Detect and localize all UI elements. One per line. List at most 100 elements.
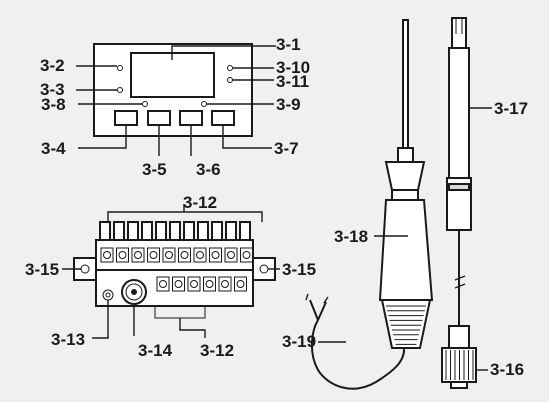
ph-probe-tip [451, 17, 467, 51]
bnc-plug-ridges [445, 350, 474, 380]
terminal-cell [187, 276, 201, 292]
bnc-plug-neck [448, 325, 470, 349]
probe-collar [397, 147, 414, 163]
terminal-fin [239, 221, 251, 241]
terminal-cell [178, 247, 191, 263]
label-3-3: 3-3 [40, 80, 65, 99]
terminal-screw [118, 251, 127, 259]
terminal-leaders [62, 204, 280, 339]
terminal-cell [209, 247, 222, 263]
terminal-screw [149, 251, 158, 259]
label-3-17: 3-17 [494, 99, 528, 118]
led-3-2 [117, 65, 123, 71]
terminal-fin [127, 221, 139, 241]
label-3-13: 3-13 [51, 330, 85, 349]
bnc-socket-pin [131, 289, 137, 295]
terminal-screw [196, 251, 204, 259]
led-3-8 [142, 101, 148, 107]
button-3-6 [179, 110, 203, 126]
terminal-screw [227, 251, 235, 259]
front-panel [93, 43, 253, 137]
button-3-7 [211, 110, 235, 126]
label-3-16: 3-16 [490, 360, 524, 379]
label-3-19: 3-19 [282, 332, 316, 351]
probe-cable [311, 319, 406, 390]
terminal-fin [141, 221, 153, 241]
fork-terminal-tips [305, 293, 329, 304]
terminal-fin [155, 221, 167, 241]
probe-strain-relief [380, 299, 432, 349]
label-3-18: 3-18 [334, 227, 368, 246]
label-3-5: 3-5 [142, 160, 167, 179]
terminal-cell [234, 276, 247, 292]
bnc-socket-inner-ring [125, 283, 143, 301]
led-3-11 [227, 77, 233, 83]
terminal-cell [100, 247, 114, 263]
probe-grip-ridges [386, 305, 426, 345]
label-3-14: 3-14 [138, 341, 173, 360]
callout-labels: 3-1 3-2 3-3 3-8 3-10 3-11 3-9 3-4 3-5 3-… [25, 35, 528, 379]
terminal-screws-upper [100, 247, 253, 263]
terminal-screw [236, 280, 245, 288]
terminal-screw [159, 280, 167, 288]
label-3-10: 3-10 [276, 58, 310, 77]
label-3-9: 3-9 [276, 95, 301, 114]
socket-3-13-pin [105, 292, 111, 298]
button-3-5 [147, 110, 171, 126]
label-3-4: 3-4 [41, 139, 66, 158]
terminal-screw [103, 251, 111, 259]
label-3-1: 3-1 [276, 35, 301, 54]
label-3-7: 3-7 [274, 139, 299, 158]
terminal-screws-lower [156, 276, 247, 292]
probe-handle [378, 199, 434, 301]
terminal-cell [172, 276, 185, 292]
terminal-cell [224, 247, 238, 263]
terminal-block [73, 221, 276, 319]
terminal-cell [240, 247, 253, 263]
terminal-screw [242, 251, 251, 259]
ph-probe-body [448, 47, 470, 181]
terminal-lower-row [95, 269, 254, 307]
temperature-probe [305, 19, 434, 390]
terminal-fin [99, 221, 111, 241]
terminal-screw [221, 280, 229, 288]
lcd-display [130, 52, 215, 98]
terminal-fin [197, 221, 209, 241]
terminal-cell [218, 276, 232, 292]
terminal-fin [169, 221, 181, 241]
label-3-8: 3-8 [41, 95, 66, 114]
probe-rod [402, 19, 409, 151]
terminal-cell [131, 247, 145, 263]
terminal-screw [165, 251, 173, 259]
terminal-fin [225, 221, 237, 241]
terminal-screw [134, 251, 142, 259]
terminal-cell [203, 276, 216, 292]
led-3-9 [201, 101, 207, 107]
terminal-fin [113, 221, 125, 241]
label-3-15-left: 3-15 [25, 260, 59, 279]
label-3-15-right: 3-15 [282, 260, 316, 279]
ph-probe [441, 17, 477, 389]
ph-probe-leaders [470, 107, 492, 371]
terminal-screw [205, 280, 214, 288]
led-3-3 [117, 87, 123, 93]
terminal-screw [180, 251, 189, 259]
fork-terminal-3-19 [309, 299, 327, 321]
bnc-plug-end [450, 381, 468, 389]
terminal-fin [211, 221, 223, 241]
terminal-screw [174, 280, 183, 288]
terminal-cell [193, 247, 207, 263]
front-panel-leaders [76, 45, 276, 156]
label-3-6: 3-6 [196, 160, 221, 179]
terminal-fins [99, 221, 251, 241]
probe-neck [384, 161, 426, 191]
terminal-cell [116, 247, 129, 263]
terminal-cell [162, 247, 176, 263]
ph-probe-cap-band [448, 183, 470, 191]
temperature-probe-leaders [318, 235, 408, 343]
label-3-12-top: 3-12 [183, 193, 217, 212]
terminal-screw [211, 251, 220, 259]
led-3-10 [227, 65, 233, 71]
